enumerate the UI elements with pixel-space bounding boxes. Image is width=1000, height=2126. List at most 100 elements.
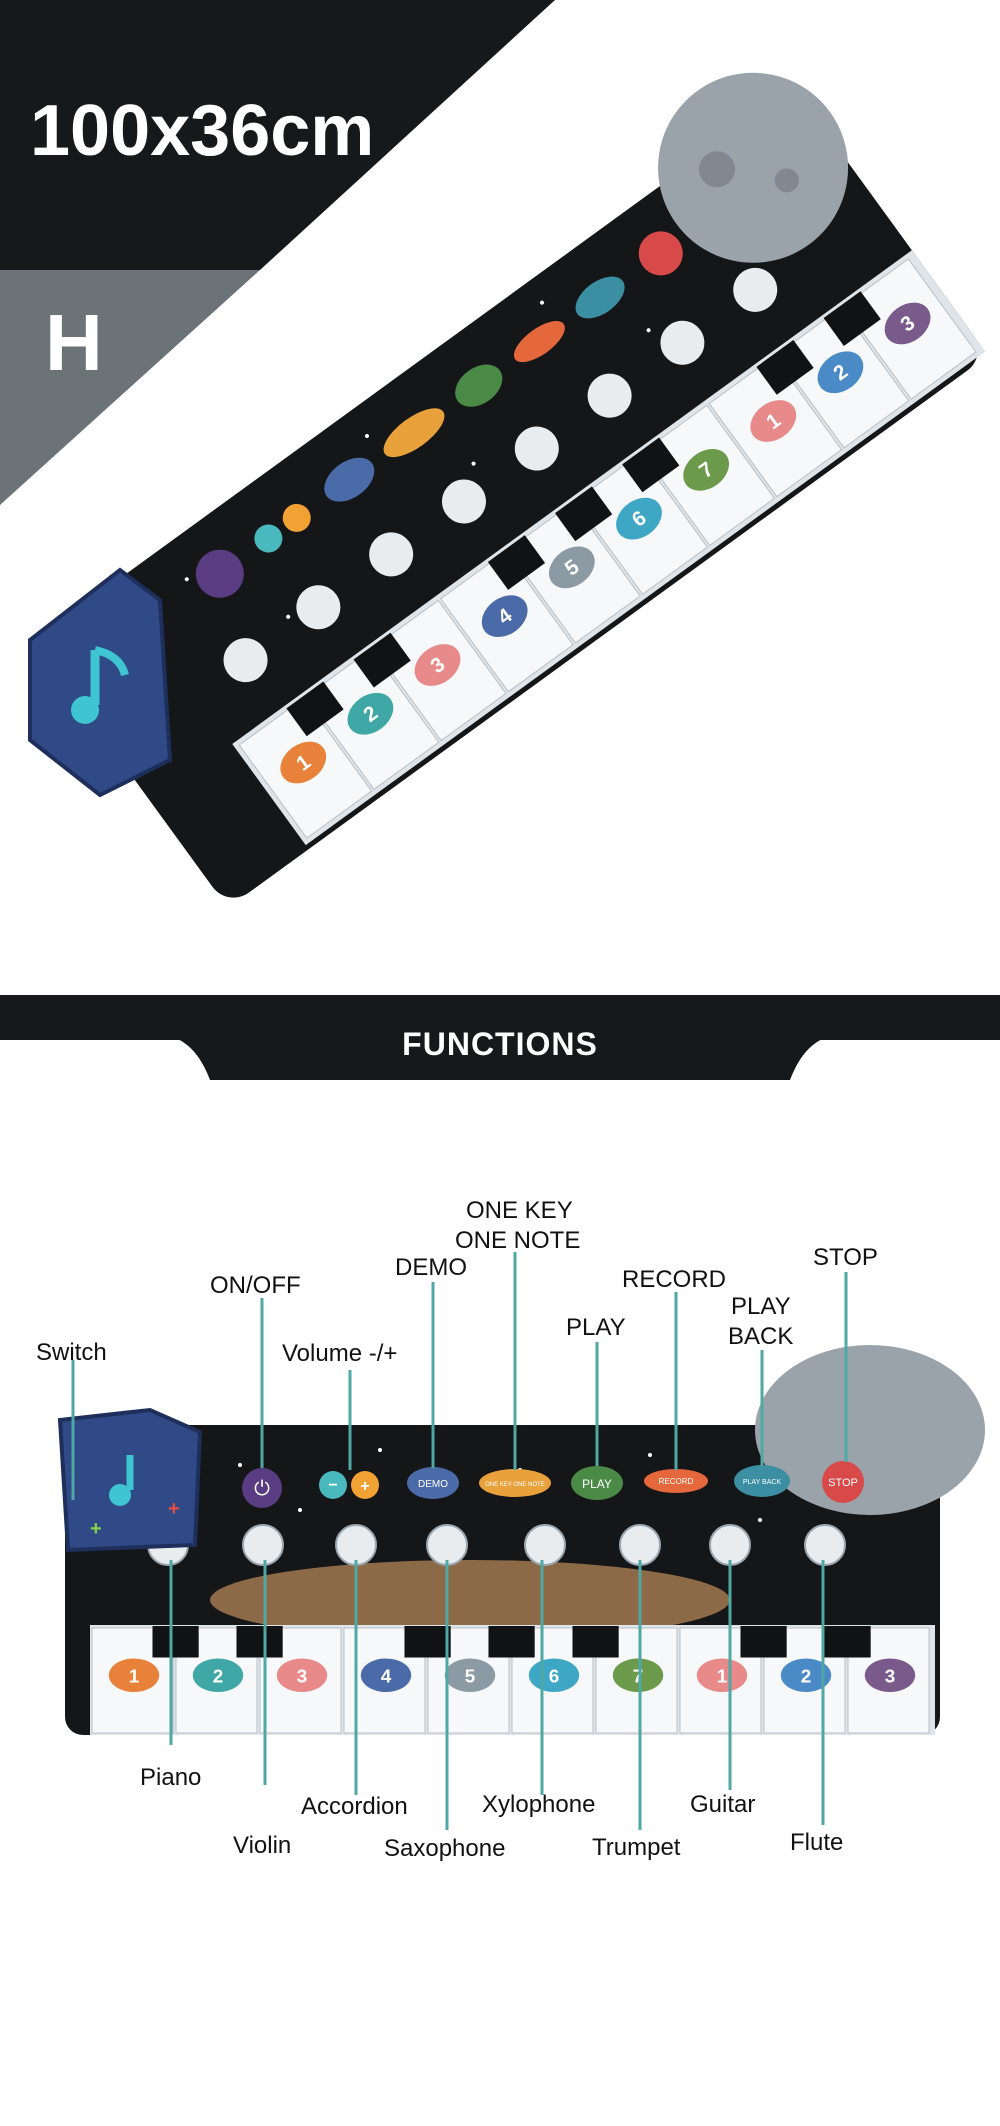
mat-planet	[755, 1345, 985, 1515]
flat-key-number: 5	[465, 1666, 476, 1687]
mat-one-key-button	[479, 1469, 551, 1497]
mat-speaker-box: + +	[57, 1407, 203, 1553]
functions-diagram: ⏻ − + DEMO ONE KEY ONE NOTE PLAY RECORD …	[36, 1197, 985, 1862]
mat-volume-plus	[351, 1471, 379, 1499]
tilt-key-badge	[817, 351, 864, 394]
header-dark-triangle	[0, 0, 555, 270]
label-violin: Violin	[233, 1832, 291, 1859]
mat-power-button	[242, 1468, 282, 1508]
tilt-black-key	[555, 486, 613, 542]
label-on-off: ON/OFF	[210, 1272, 301, 1299]
mat-play-button	[571, 1466, 623, 1500]
power-button	[195, 549, 244, 598]
tilt-black-key	[286, 681, 344, 737]
flat-black-key	[404, 1626, 451, 1658]
tilt-black-key	[353, 632, 411, 688]
flat-key-badge	[864, 1658, 916, 1693]
svg-text:+: +	[90, 1518, 102, 1540]
play-back-button	[575, 276, 625, 319]
svg-text:−: −	[328, 1477, 337, 1494]
label-play-back-line1: PLAY	[731, 1293, 791, 1320]
flat-key-badge	[192, 1658, 244, 1693]
flat-key-number: 6	[549, 1666, 560, 1687]
tilt-key-badge	[481, 595, 528, 638]
flat-key-number: 3	[885, 1666, 896, 1687]
flat-key-number: 7	[633, 1666, 644, 1687]
flat-key-badge	[444, 1658, 496, 1693]
tilt-key-badge	[884, 302, 931, 345]
flat-key-number: 3	[297, 1666, 308, 1687]
volume-plus-button	[282, 503, 311, 532]
label-saxophone: Saxophone	[384, 1835, 505, 1862]
flat-key-number: 4	[381, 1666, 392, 1687]
moon-planet	[658, 72, 849, 263]
tilt-black-key	[622, 437, 680, 493]
label-volume: Volume -/+	[282, 1340, 397, 1367]
mat-record-button	[644, 1469, 708, 1493]
tilt-black-key	[823, 291, 881, 346]
label-play: PLAY	[566, 1314, 626, 1341]
label-one-key-line1: ONE KEY	[466, 1197, 573, 1224]
flat-key-badge	[612, 1658, 664, 1693]
mat-play-back-button	[734, 1465, 790, 1497]
tilt-key-badge	[683, 448, 729, 491]
svg-text:⏻: ⏻	[254, 1476, 270, 1500]
flat-black-key	[152, 1626, 199, 1658]
tilt-key-badge	[548, 546, 595, 589]
mat-play-back-text: PLAY BACK	[743, 1479, 782, 1486]
mat-stop-button	[822, 1461, 864, 1503]
label-demo: DEMO	[395, 1254, 467, 1281]
label-trumpet: Trumpet	[592, 1834, 681, 1861]
flat-black-key	[824, 1626, 871, 1658]
demo-button	[324, 457, 375, 502]
mat-demo-button	[407, 1467, 459, 1499]
tilt-key-badge	[414, 644, 461, 686]
tilt-key-badge	[280, 741, 327, 784]
mat-one-key-text: ONE KEY ONE NOTE	[485, 1482, 545, 1488]
flat-black-key	[488, 1626, 535, 1658]
flat-key-badge	[360, 1658, 412, 1693]
astronauts	[223, 267, 778, 683]
flat-key-badge	[696, 1658, 748, 1693]
flat-key-badge	[108, 1658, 160, 1693]
label-guitar: Guitar	[690, 1791, 755, 1818]
record-button	[513, 321, 565, 363]
flat-key-number: 1	[717, 1666, 728, 1687]
flat-key-badge	[276, 1658, 328, 1693]
label-flute: Flute	[790, 1829, 843, 1856]
tilt-key-badge	[347, 692, 394, 735]
flat-black-key	[740, 1626, 787, 1658]
svg-text:+: +	[168, 1498, 180, 1520]
label-record: RECORD	[622, 1266, 726, 1293]
mat-stop-text: STOP	[828, 1477, 858, 1489]
flat-key-number: 1	[129, 1666, 140, 1687]
functions-title: FUNCTIONS	[402, 1026, 598, 1062]
flat-black-key	[572, 1626, 619, 1658]
flat-key-number: 2	[801, 1666, 812, 1687]
stop-button	[638, 231, 683, 276]
label-xylophone: Xylophone	[482, 1791, 595, 1818]
functions-banner: FUNCTIONS	[0, 995, 1000, 1080]
size-label: 100x36cm	[30, 91, 374, 171]
tilt-black-key	[487, 535, 546, 590]
tilt-black-key	[756, 339, 814, 395]
label-play-back-line2: BACK	[728, 1323, 793, 1350]
tilt-key-badge	[750, 400, 797, 442]
label-one-key-line2: ONE NOTE	[455, 1227, 580, 1254]
label-accordion: Accordion	[301, 1793, 408, 1820]
leader-lines	[71, 1252, 848, 1830]
label-piano: Piano	[140, 1764, 201, 1791]
play-button	[455, 364, 503, 407]
speaker-box	[28, 567, 173, 798]
mat-volume-minus	[319, 1471, 347, 1499]
tilt-key-badge	[616, 497, 662, 540]
label-stop: STOP	[813, 1244, 878, 1271]
mat-play-text: PLAY	[582, 1477, 612, 1491]
flat-key-badge	[780, 1658, 832, 1693]
flat-black-key	[236, 1626, 283, 1658]
label-switch: Switch	[36, 1339, 107, 1366]
